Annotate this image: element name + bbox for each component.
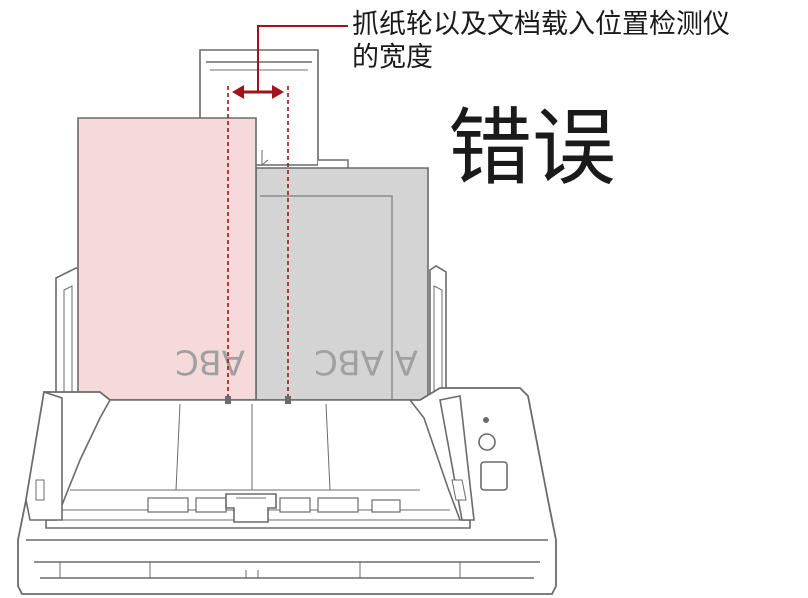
roller-position-marks: [225, 396, 291, 404]
error-label: 错误: [448, 99, 617, 197]
scanner-front-panel: [26, 539, 548, 579]
right-body-arm: [439, 395, 475, 521]
control-panel: [478, 417, 508, 491]
right-side-guide: [429, 265, 447, 411]
callout-leader-line: [257, 25, 348, 92]
center-latch: [225, 493, 277, 523]
feed-rollers: [147, 497, 401, 513]
callout-label: 抓纸轮以及文档载入位置检测仪 的宽度: [352, 8, 802, 74]
right-sheet-text: A ABC: [314, 342, 418, 382]
left-sheet-text: ABC: [175, 342, 245, 382]
left-body-arm: [25, 390, 63, 521]
detection-width-guides: [227, 86, 289, 400]
callout-line-1: 抓纸轮以及文档载入位置检测仪: [352, 9, 730, 40]
power-button: [478, 433, 496, 451]
callout-line-2: 的宽度: [352, 42, 433, 73]
power-indicator-icon: [483, 417, 489, 423]
left-side-guide: [55, 267, 81, 411]
scan-button: [480, 461, 508, 491]
